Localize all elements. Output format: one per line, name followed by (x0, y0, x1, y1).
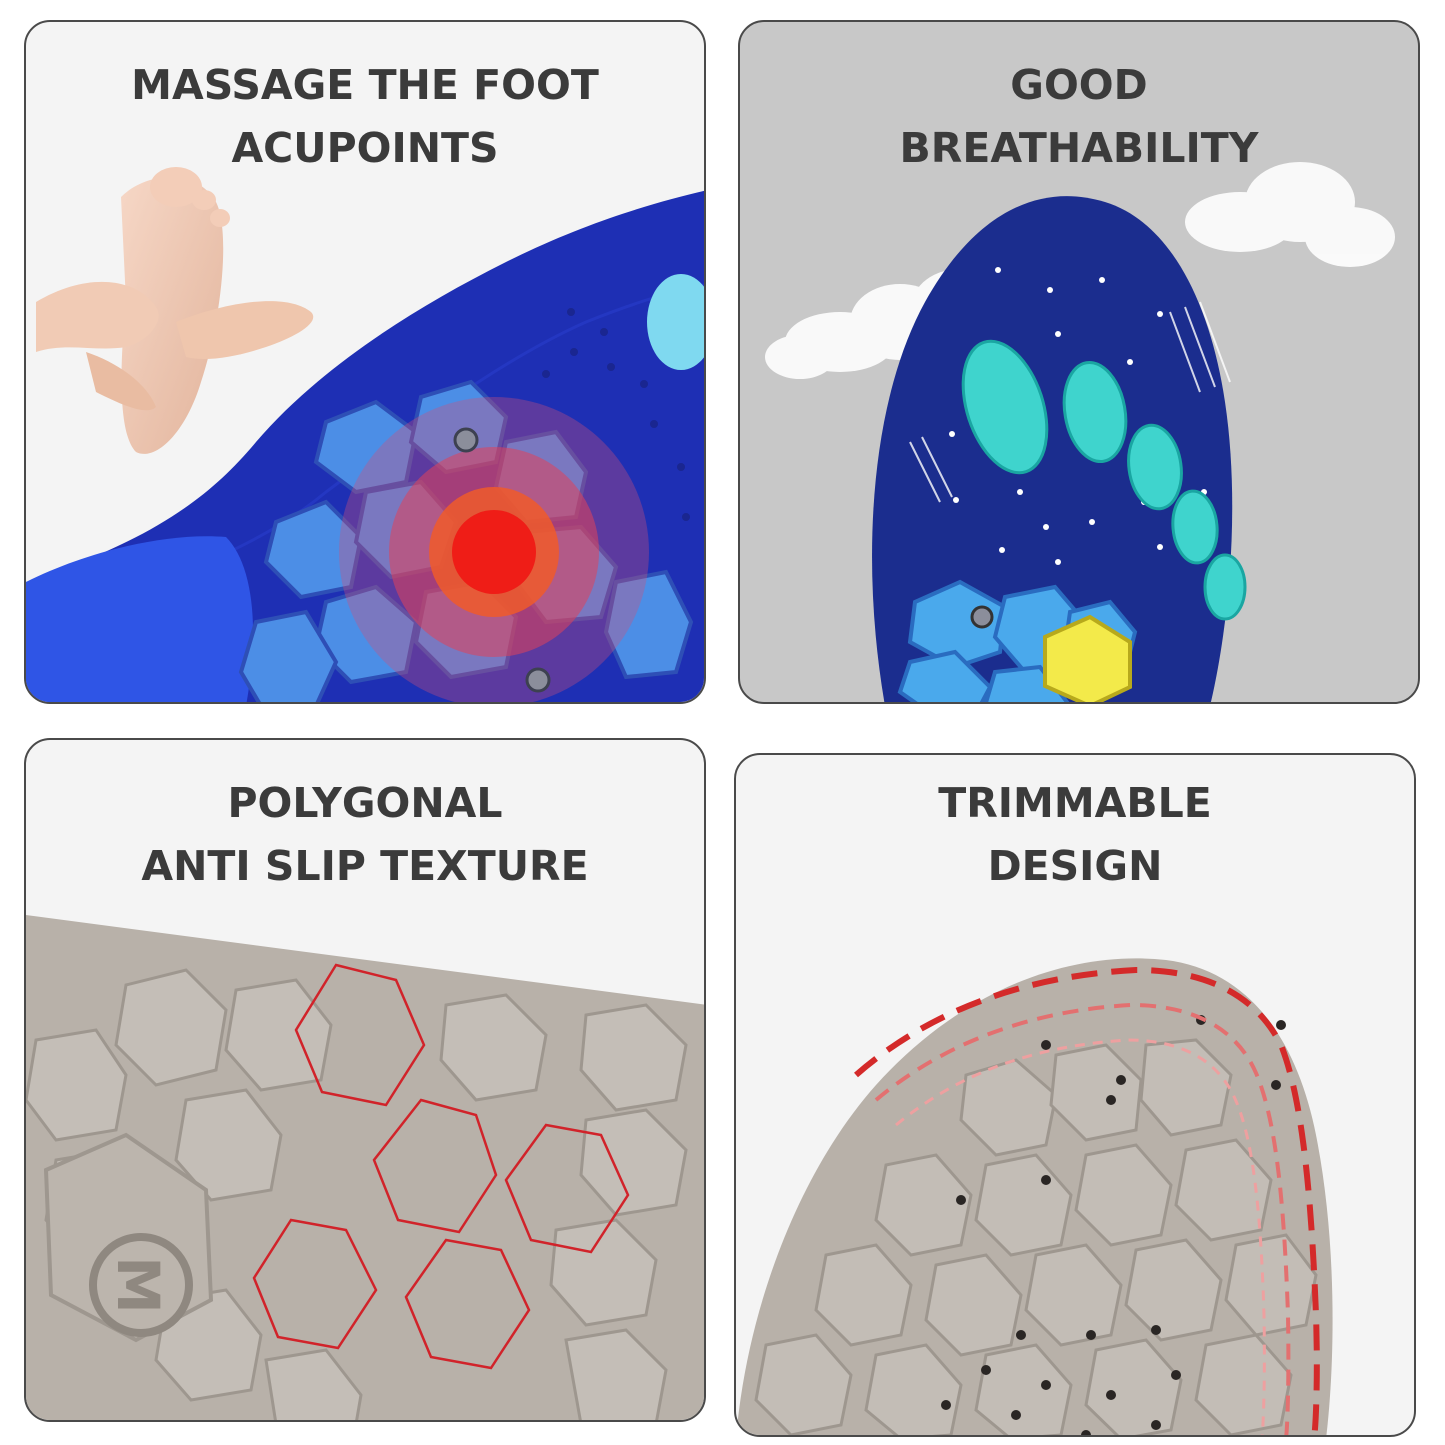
trim-line-middle (874, 1002, 1291, 1435)
panel-breathability: GOOD BREATHABILITY (738, 20, 1420, 704)
massage-insole-illustration (26, 167, 704, 702)
size-letter: M (104, 1256, 172, 1314)
trim-line-outer (854, 966, 1320, 1435)
panel-title-anti-slip: POLYGONAL ANTI SLIP TEXTURE (141, 779, 589, 890)
cloud-right (1185, 162, 1395, 267)
foot-massage-image (36, 167, 314, 454)
panel-anti-slip: M POLYGONAL ANTI SLIP TEXTURE (24, 738, 706, 1422)
toe-pad (647, 274, 704, 370)
panel-title-breathability: GOOD BREATHABILITY (899, 61, 1259, 172)
panel-title-massage: MASSAGE THE FOOT ACUPOINTS (131, 61, 599, 172)
panel-trimmable: TRIMMABLE DESIGN (734, 753, 1416, 1437)
red-hex-outlines (252, 963, 630, 1370)
navy-insole (872, 196, 1233, 702)
breathable-insole-illustration (765, 162, 1395, 702)
panel-massage: MASSAGE THE FOOT ACUPOINTS (24, 20, 706, 704)
yellow-gel-pad (1043, 614, 1132, 702)
heat-point (452, 510, 536, 594)
trimmable-insole-illustration (736, 958, 1333, 1435)
anti-slip-texture-illustration: M (26, 915, 704, 1420)
panel-title-trimmable: TRIMMABLE DESIGN (938, 779, 1212, 890)
trim-line-inner (895, 1038, 1266, 1435)
size-m-badge: M (89, 1233, 193, 1337)
toe-pad-big (961, 339, 1049, 475)
